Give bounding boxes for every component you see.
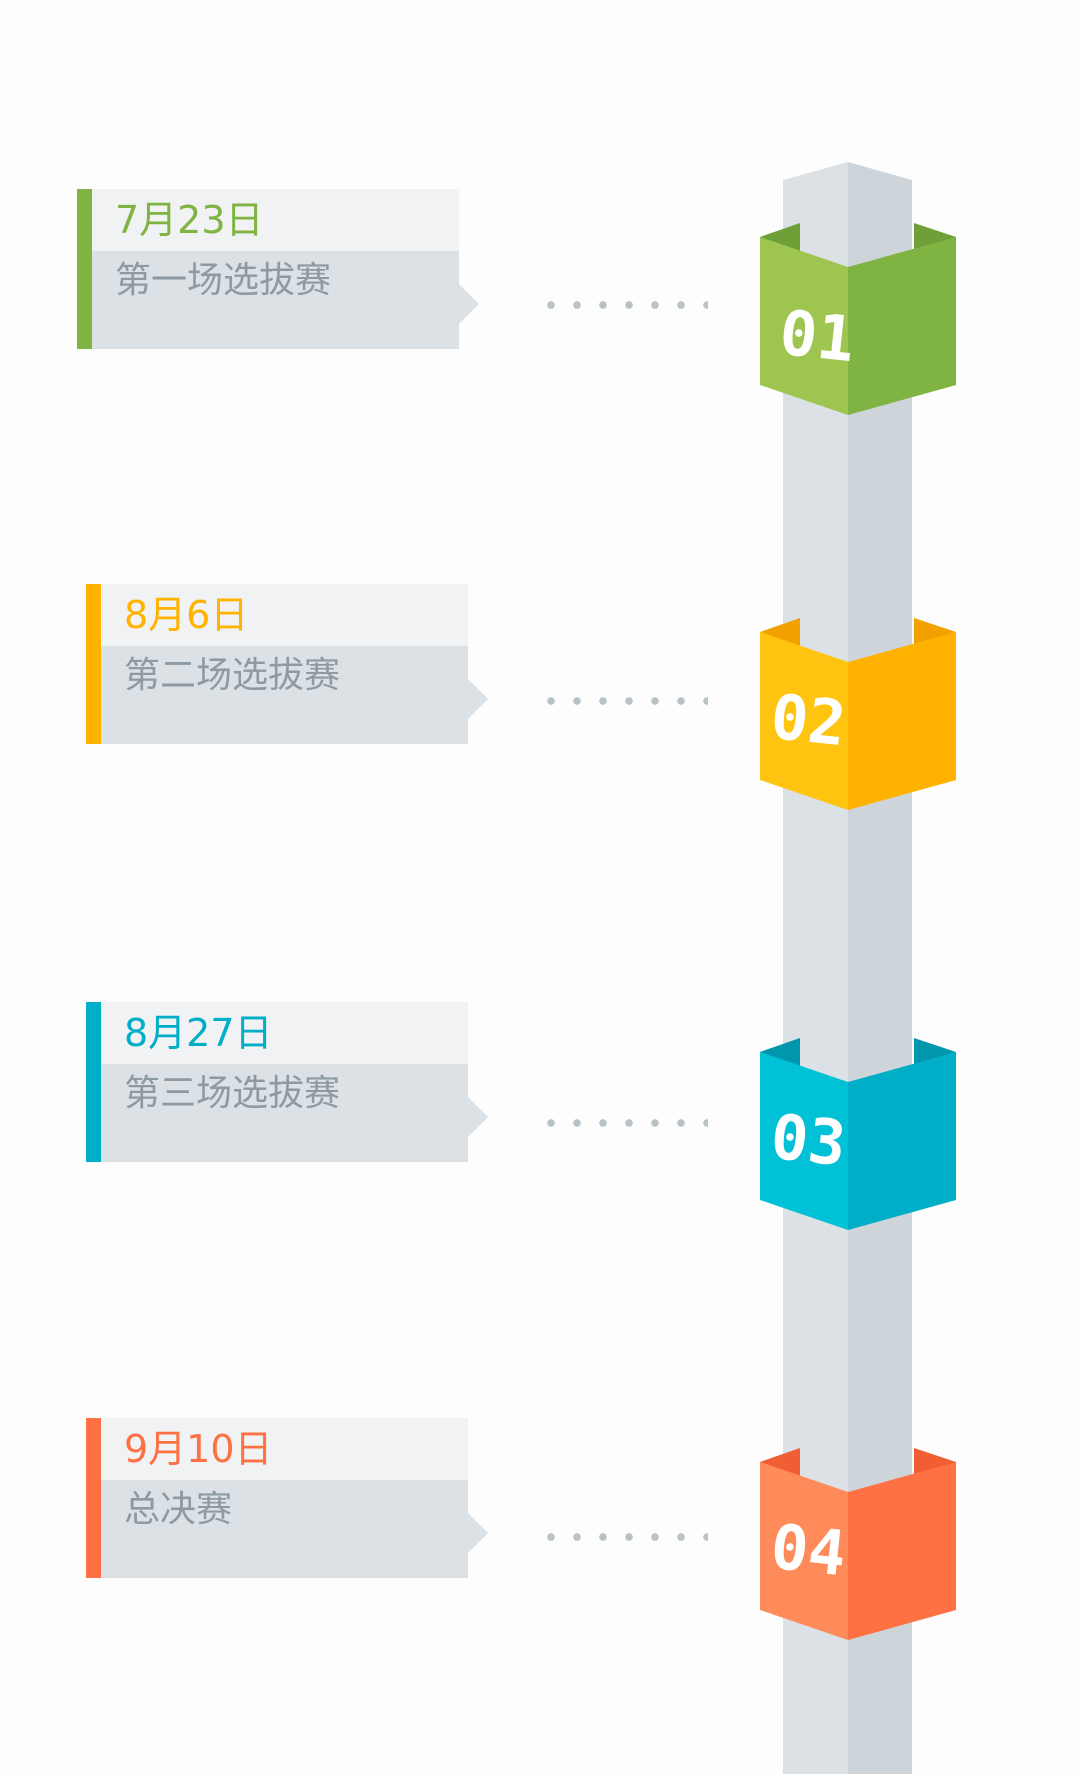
stage-connector-dots [538,300,708,310]
stage-card-4: 9月10日 总决赛 [86,1418,468,1578]
stage-date: 8月27日 [124,1011,273,1055]
stage-title: 总决赛 [124,1488,232,1532]
stage-card-1: 7月23日 第一场选拔赛 [77,189,459,349]
stage-title: 第一场选拔赛 [115,259,331,303]
stage-title: 第二场选拔赛 [124,654,340,698]
stage-card-3: 8月27日 第三场选拔赛 [86,1002,468,1162]
stage-accent-bar [86,584,101,744]
stage-date: 7月23日 [115,198,264,242]
stage-cube-2: 02 [752,610,982,810]
stage-cube-1: 01 [752,215,982,415]
stage-connector-dots [538,1532,708,1542]
stage-pointer [468,1097,488,1137]
stage-number: 02 [767,680,849,760]
stage-number: 04 [767,1510,849,1590]
stage-connector-dots [538,696,708,706]
stage-date: 9月10日 [124,1427,273,1471]
stage-number: 03 [767,1100,849,1180]
stage-accent-bar [77,189,92,349]
stage-date: 8月6日 [124,593,248,637]
stage-cube-4: 04 [752,1440,982,1640]
stage-accent-bar [86,1002,101,1162]
stage-number: 01 [776,296,858,376]
stage-pointer [459,284,479,324]
stage-card-2: 8月6日 第二场选拔赛 [86,584,468,744]
stage-pointer [468,679,488,719]
stage-accent-bar [86,1418,101,1578]
stage-title: 第三场选拔赛 [124,1072,340,1116]
stage-cube-3: 03 [752,1030,982,1230]
stage-connector-dots [538,1118,708,1128]
stage-pointer [468,1513,488,1553]
